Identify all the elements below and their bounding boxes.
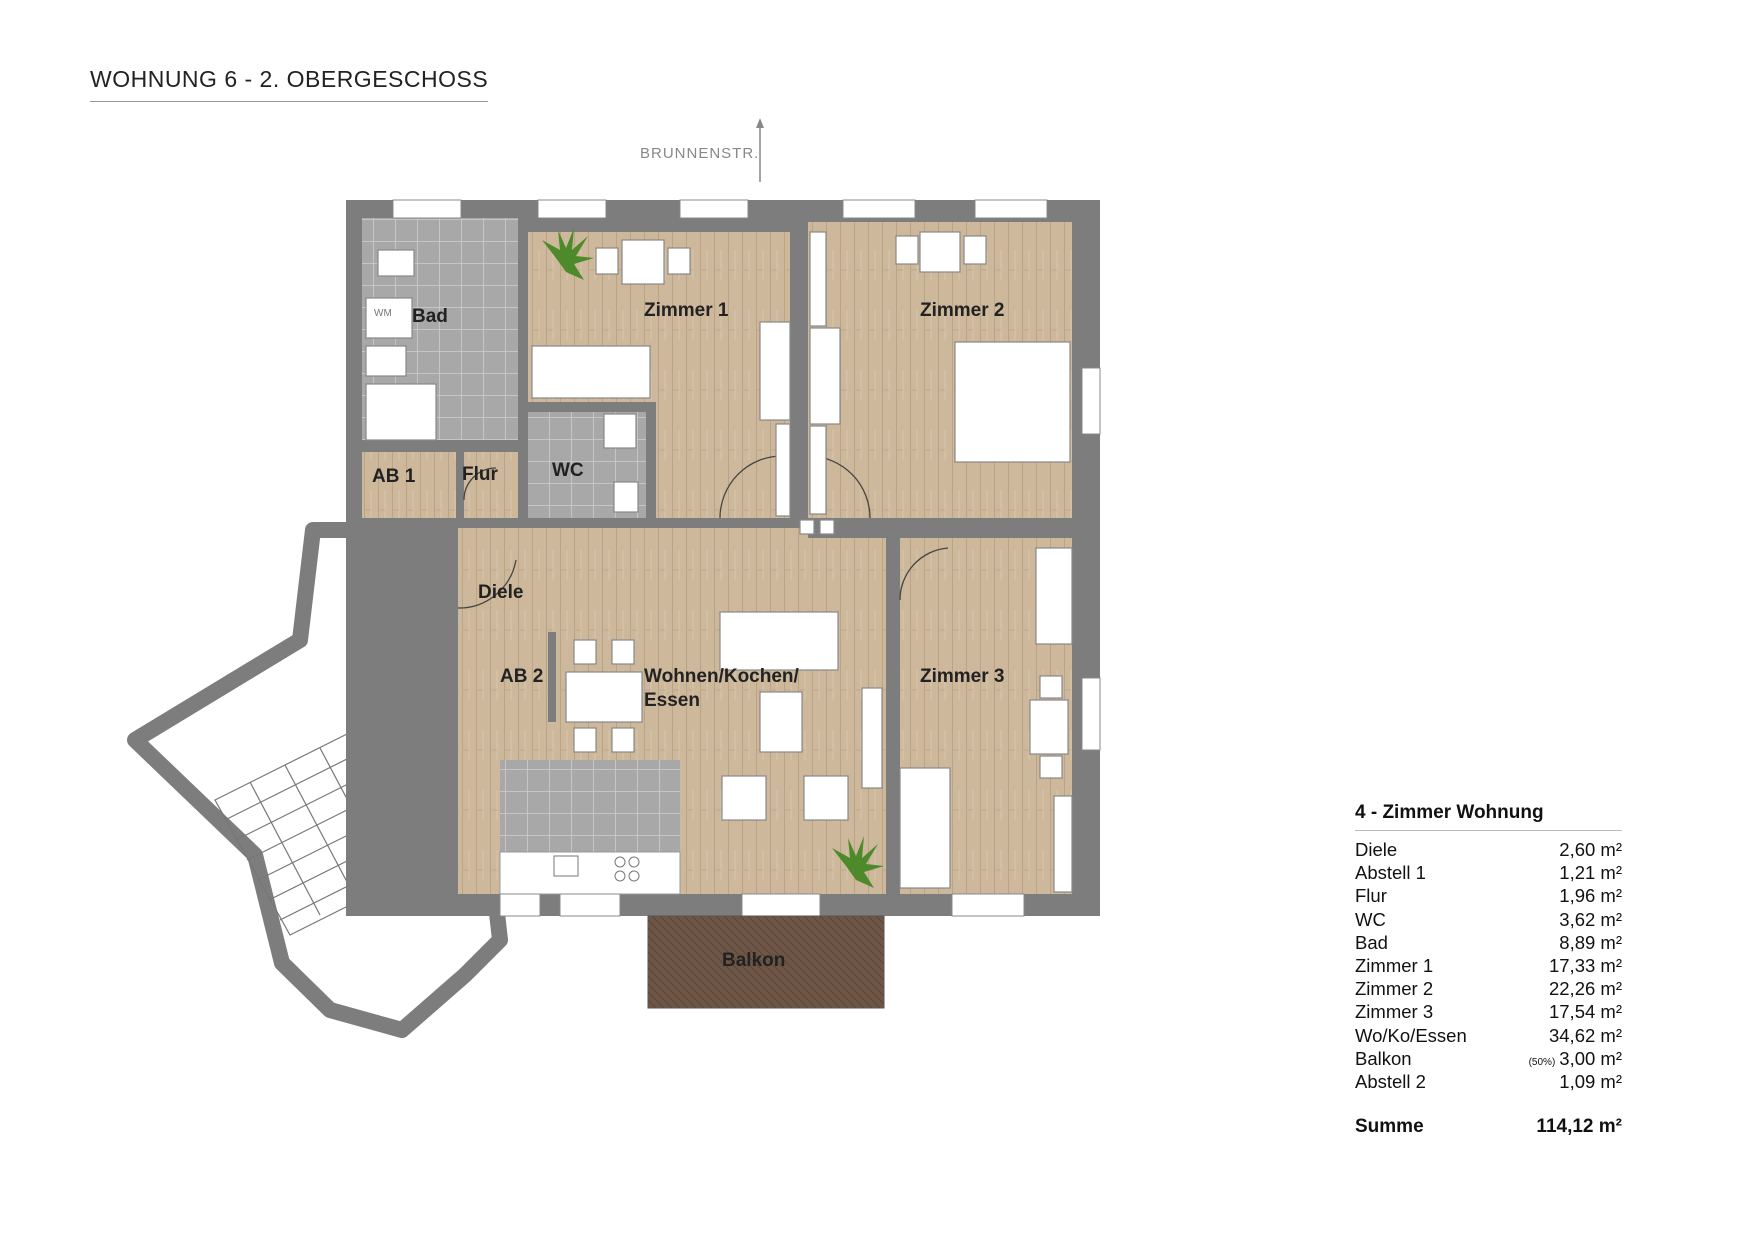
room-ab2 bbox=[468, 640, 548, 716]
area-row: Zimmer 1 17,33 m² bbox=[1355, 955, 1622, 978]
area-row: Flur 1,96 m² bbox=[1355, 885, 1622, 908]
balcony bbox=[647, 915, 885, 1009]
area-sum-row: Summe 114,12 m² bbox=[1355, 1116, 1622, 1138]
label-zimmer-1: Zimmer 1 bbox=[644, 300, 729, 321]
area-table-heading: 4 - Zimmer Wohnung bbox=[1355, 802, 1622, 831]
area-row: Zimmer 3 17,54 m² bbox=[1355, 1001, 1622, 1024]
area-row: Bad 8,89 m² bbox=[1355, 932, 1622, 955]
area-row-value: 22,26 m² bbox=[1548, 978, 1622, 1000]
area-row: Wo/Ko/Essen 34,62 m² bbox=[1355, 1025, 1622, 1048]
label-wc: WC bbox=[552, 460, 584, 481]
label-wohnen-line1: Wohnen/Kochen/ bbox=[644, 666, 800, 687]
area-row: Balkon (50%)3,00 m² bbox=[1355, 1048, 1622, 1071]
label-flur: Flur bbox=[462, 464, 498, 485]
area-row-value-wrap: (50%)3,00 m² bbox=[1529, 1048, 1622, 1070]
area-row-value-wrap: 1,09 m² bbox=[1559, 1071, 1622, 1093]
area-row-value-wrap: 1,96 m² bbox=[1559, 885, 1622, 907]
interior-walls bbox=[346, 218, 1072, 894]
area-row-value: 2,60 m² bbox=[1559, 839, 1622, 860]
area-row-value: 3,62 m² bbox=[1559, 908, 1622, 930]
kitchen-tiles bbox=[500, 760, 680, 852]
area-row-name: Balkon bbox=[1355, 1047, 1412, 1069]
area-row-name: Flur bbox=[1355, 885, 1387, 907]
sum-label: Summe bbox=[1355, 1116, 1424, 1138]
plant-icon bbox=[542, 228, 884, 888]
label-zimmer-2: Zimmer 2 bbox=[920, 300, 1004, 321]
area-row-value: 17,33 m² bbox=[1548, 954, 1622, 976]
area-row-name: Zimmer 3 bbox=[1355, 1001, 1434, 1023]
furniture bbox=[365, 231, 1073, 893]
label-diele: Diele bbox=[478, 582, 523, 603]
area-row-value: 34,62 m² bbox=[1548, 1024, 1622, 1046]
kitchen-appliances bbox=[553, 855, 640, 882]
label-balkon: Balkon bbox=[722, 950, 785, 971]
room-flur bbox=[464, 452, 520, 518]
room-ab1 bbox=[362, 452, 456, 518]
area-row-value-wrap: 22,26 m² bbox=[1549, 978, 1622, 1000]
area-row-value-wrap: 2,60 m² bbox=[1559, 839, 1622, 861]
sum-value: 114,12 m² bbox=[1536, 1116, 1622, 1138]
area-row: Zimmer 2 22,26 m² bbox=[1355, 978, 1622, 1001]
area-row-value-wrap: 1,21 m² bbox=[1559, 862, 1622, 884]
area-row: Diele 2,60 m² bbox=[1355, 839, 1622, 862]
area-row-note: (50%) bbox=[1528, 1056, 1556, 1068]
area-row-value: 1,96 m² bbox=[1559, 885, 1622, 907]
area-row-value: 17,54 m² bbox=[1548, 1001, 1622, 1023]
area-row-value-wrap: 8,89 m² bbox=[1559, 932, 1622, 954]
area-row-value-wrap: 17,33 m² bbox=[1549, 955, 1622, 977]
plan-title: WOHNUNG 6 - 2. OBERGESCHOSS bbox=[90, 66, 489, 102]
area-row-name: Bad bbox=[1355, 931, 1388, 953]
area-row: Abstell 2 1,09 m² bbox=[1355, 1071, 1622, 1094]
area-row-value: 1,21 m² bbox=[1559, 862, 1622, 884]
label-ab1: AB 1 bbox=[372, 466, 416, 487]
area-row-name: Zimmer 1 bbox=[1355, 954, 1434, 976]
windows bbox=[392, 199, 1101, 917]
area-row-value-wrap: 34,62 m² bbox=[1549, 1025, 1622, 1047]
label-ab2: AB 2 bbox=[500, 666, 543, 687]
street-marker: BRUNNENSTR. bbox=[640, 118, 764, 182]
label-zimmer-3: Zimmer 3 bbox=[920, 666, 1004, 687]
area-row-name: Zimmer 2 bbox=[1355, 978, 1434, 1000]
area-row-value-wrap: 3,62 m² bbox=[1559, 909, 1622, 931]
area-row-value: 3,00 m² bbox=[1559, 1047, 1622, 1069]
label-wm: WM bbox=[374, 308, 392, 319]
area-row-value: 8,89 m² bbox=[1559, 931, 1622, 953]
label-bad: Bad bbox=[412, 306, 448, 327]
area-row-name: WC bbox=[1355, 908, 1386, 930]
label-wohnen-line2: Essen bbox=[644, 690, 700, 711]
area-row-name: Abstell 1 bbox=[1355, 862, 1426, 884]
area-row: WC 3,62 m² bbox=[1355, 909, 1622, 932]
area-row-value: 1,09 m² bbox=[1559, 1070, 1622, 1092]
area-row-name: Wo/Ko/Essen bbox=[1355, 1024, 1467, 1046]
area-row-name: Abstell 2 bbox=[1355, 1070, 1426, 1092]
street-label: BRUNNENSTR. bbox=[640, 145, 759, 162]
area-row-name: Diele bbox=[1355, 839, 1398, 860]
area-row: Abstell 1 1,21 m² bbox=[1355, 862, 1622, 885]
area-row-value-wrap: 17,54 m² bbox=[1549, 1001, 1622, 1023]
